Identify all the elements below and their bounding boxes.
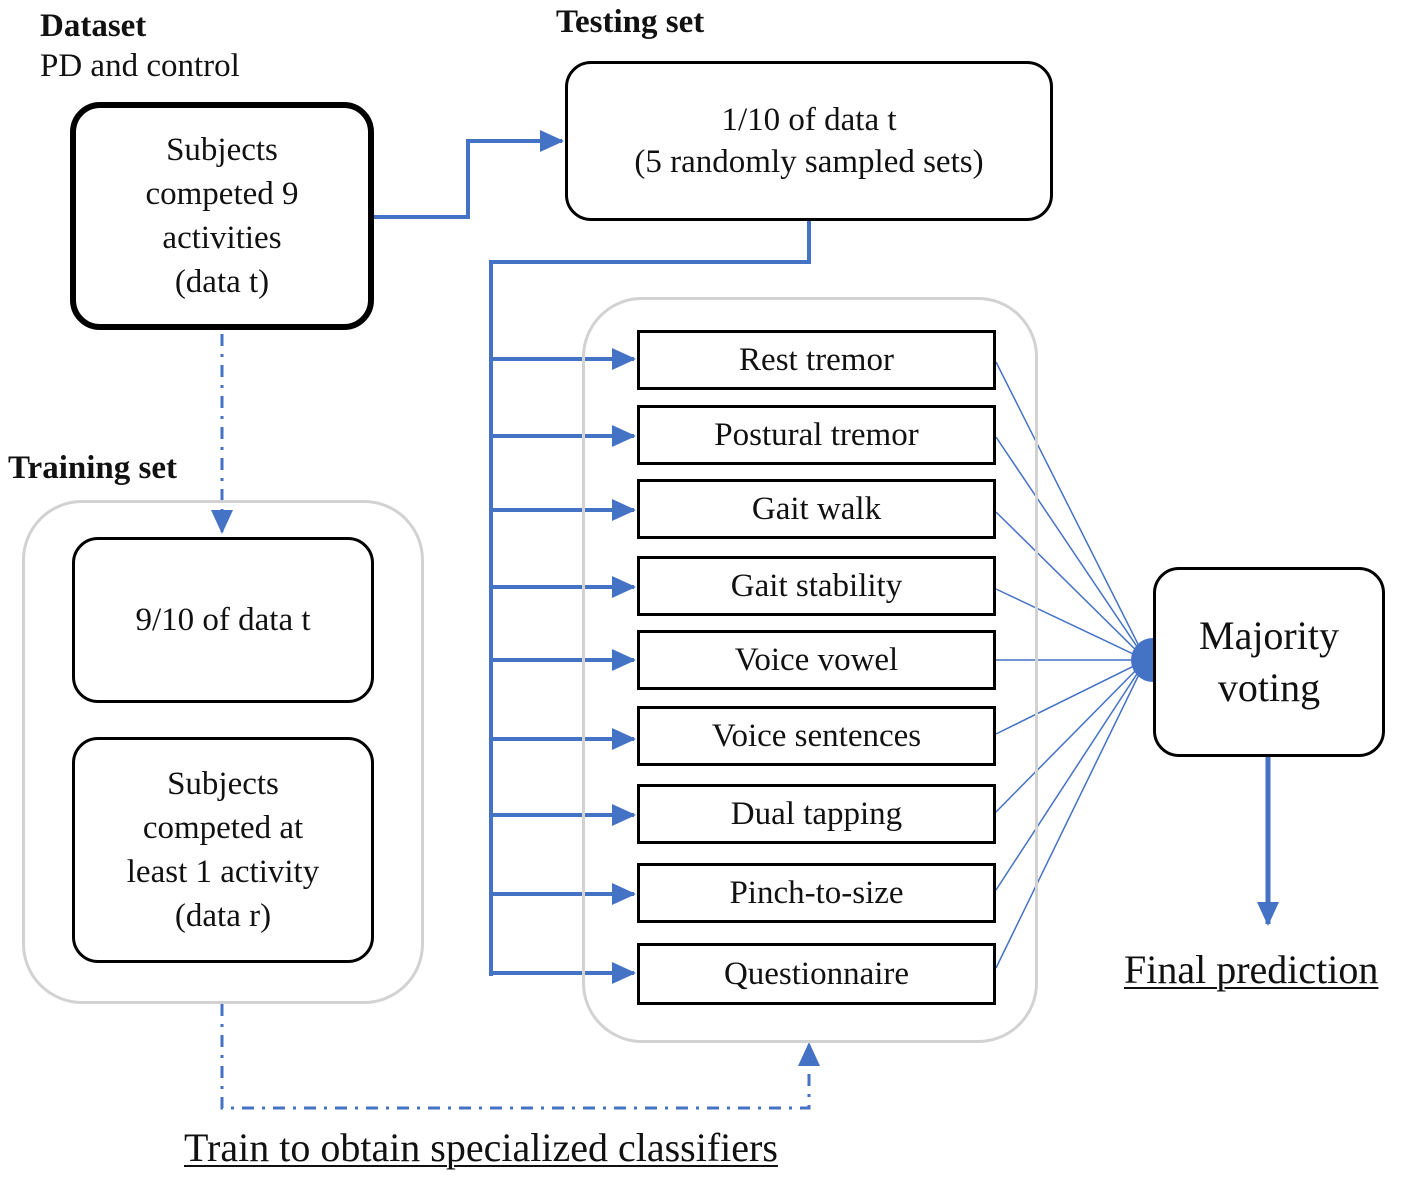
dataset-box: Subjects competed 9 activities (data t)	[70, 102, 374, 330]
train-classifiers-label: Train to obtain specialized classifiers	[184, 1125, 778, 1170]
dataset-to-testing-arrow	[374, 130, 564, 219]
activity-voice-vowel: Voice vowel	[637, 630, 996, 690]
training-to-classifiers-arrow	[220, 1004, 811, 1110]
training-box-data-r-line-1: Subjects	[167, 766, 279, 802]
dataset-subtitle: PD and control	[40, 48, 240, 84]
testing-box: 1/10 of data t (5 randomly sampled sets)	[565, 61, 1053, 221]
activity-label: Voice sentences	[711, 717, 922, 754]
activity-pinch-to-size: Pinch-to-size	[637, 863, 996, 923]
activity-postural-tremor: Postural tremor	[637, 405, 996, 465]
training-box-data-r-line-4: (data r)	[174, 898, 272, 934]
classifiers-arrowhead	[798, 1042, 820, 1066]
activity-label: Questionnaire	[723, 955, 910, 992]
activity-rest-tremor: Rest tremor	[637, 330, 996, 390]
activity-label: Voice vowel	[734, 641, 899, 678]
training-box-data-t-label: 9/10 of data t	[135, 601, 311, 638]
majority-voting-box: Majority voting	[1153, 567, 1385, 757]
classifiers-group	[582, 297, 1038, 1043]
dataset-box-line-2: competed 9	[145, 176, 299, 212]
activity-gait-stability: Gait stability	[637, 556, 996, 616]
testing-box-line-2: (5 randomly sampled sets)	[634, 144, 984, 180]
activity-label: Pinch-to-size	[729, 874, 904, 911]
dataset-title: Dataset	[40, 8, 147, 44]
dataset-box-line-4: (data t)	[174, 264, 270, 300]
trunk-branch-arrows	[491, 348, 636, 984]
activity-label: Rest tremor	[739, 341, 894, 378]
training-box-data-r-line-3: least 1 activity	[126, 854, 320, 890]
voting-lines	[995, 361, 1147, 969]
training-box-data-r: Subjects competed at least 1 activity (d…	[72, 737, 374, 963]
training-box-data-r-line-2: competed at	[142, 810, 304, 846]
activity-gait-walk: Gait walk	[637, 479, 996, 539]
final-prediction-label: Final prediction	[1124, 947, 1379, 992]
dataset-box-line-1: Subjects	[166, 132, 278, 168]
dataset-box-line-3: activities	[162, 220, 282, 256]
activity-label: Gait walk	[751, 490, 882, 527]
activity-label: Postural tremor	[714, 416, 919, 453]
majority-voting-line-1: Majority	[1199, 613, 1339, 658]
testing-box-line-1: 1/10 of data t	[721, 102, 897, 138]
training-group	[22, 500, 424, 1004]
activity-label: Dual tapping	[730, 795, 903, 832]
activity-questionnaire: Questionnaire	[637, 943, 996, 1005]
testing-to-trunk-line	[489, 221, 811, 976]
voting-join-dot	[1131, 638, 1153, 682]
activity-voice-sentences: Voice sentences	[637, 706, 996, 766]
training-box-data-t: 9/10 of data t	[72, 537, 374, 703]
activity-label: Gait stability	[730, 567, 903, 604]
testing-title: Testing set	[556, 4, 705, 40]
activity-dual-tapping: Dual tapping	[637, 784, 996, 844]
majority-voting-line-2: voting	[1217, 665, 1321, 710]
training-title: Training set	[8, 450, 177, 486]
